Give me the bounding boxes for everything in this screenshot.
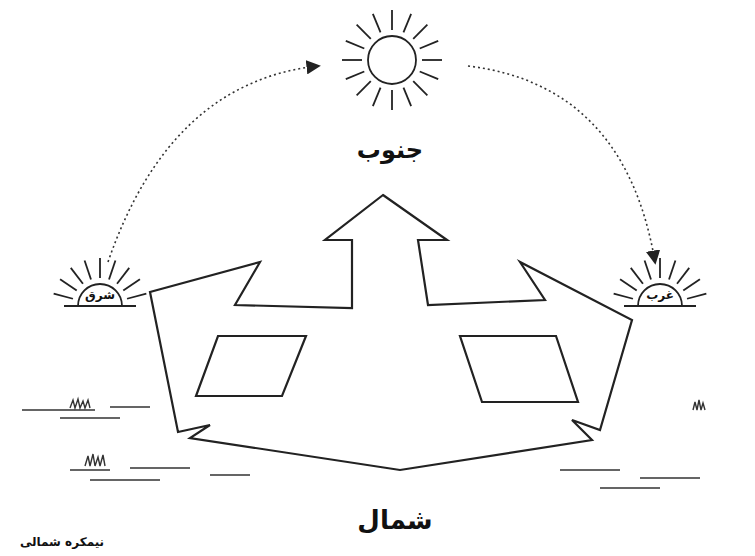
sun-ray bbox=[60, 279, 77, 290]
sun-ray bbox=[373, 14, 381, 32]
sun-ray bbox=[123, 279, 140, 290]
grass-tuft bbox=[85, 454, 105, 466]
direction-figure bbox=[150, 195, 632, 470]
sun-ray bbox=[413, 81, 427, 95]
sun-path-arrow bbox=[108, 66, 318, 262]
sun-ray bbox=[117, 268, 129, 284]
sun-ray bbox=[677, 268, 689, 284]
sun-disc bbox=[78, 284, 122, 306]
hemisphere-note: نیمکره شمالی bbox=[20, 536, 104, 549]
direction-label: شمال bbox=[357, 506, 432, 535]
direction-label: شرق bbox=[85, 289, 115, 302]
sun-ray bbox=[413, 25, 427, 39]
sun-ray bbox=[620, 279, 637, 290]
sun-ray bbox=[346, 41, 364, 49]
direction-label: غرب bbox=[646, 289, 674, 302]
sun-ray bbox=[342, 59, 362, 61]
sun-path-arrow bbox=[468, 66, 655, 262]
sun-ray bbox=[420, 71, 438, 79]
grass-tuft bbox=[70, 399, 90, 408]
sun-ray bbox=[631, 268, 643, 284]
horizon-line bbox=[624, 305, 696, 307]
sun-ray bbox=[669, 261, 675, 280]
figure-panel bbox=[196, 336, 306, 396]
ground-line bbox=[560, 470, 700, 488]
sun-ray bbox=[127, 294, 146, 299]
sun-ray bbox=[403, 14, 411, 32]
sun-ray bbox=[109, 261, 115, 280]
sun-ray bbox=[683, 279, 700, 290]
sun-ray bbox=[422, 59, 442, 61]
sun-ray bbox=[54, 294, 73, 299]
figure-panel bbox=[460, 336, 578, 402]
sun-ray bbox=[645, 261, 651, 280]
sun-ray bbox=[85, 261, 91, 280]
sun-ray bbox=[420, 41, 438, 49]
noon-sun bbox=[342, 10, 442, 110]
sun-ray bbox=[391, 10, 393, 30]
direction-label: جنوب bbox=[357, 137, 423, 163]
sun-ray bbox=[391, 90, 393, 110]
grass-tuft bbox=[693, 400, 705, 410]
sun-ray bbox=[687, 294, 706, 299]
sun-ray bbox=[614, 294, 633, 299]
horizon-line bbox=[64, 305, 136, 307]
sun-disc bbox=[638, 284, 682, 306]
sun-ray bbox=[659, 258, 661, 278]
sun-ray bbox=[99, 258, 101, 278]
horizon-sun bbox=[54, 258, 147, 306]
sun-ray bbox=[403, 88, 411, 106]
horizon-sun bbox=[614, 258, 707, 306]
sun-ray bbox=[357, 25, 371, 39]
ground-line bbox=[70, 468, 250, 480]
sun-ray bbox=[71, 268, 83, 284]
sun-ray bbox=[373, 88, 381, 106]
ground-line bbox=[22, 407, 150, 418]
sun-disc bbox=[368, 36, 416, 84]
sun-ray bbox=[346, 71, 364, 79]
sun-ray bbox=[357, 81, 371, 95]
